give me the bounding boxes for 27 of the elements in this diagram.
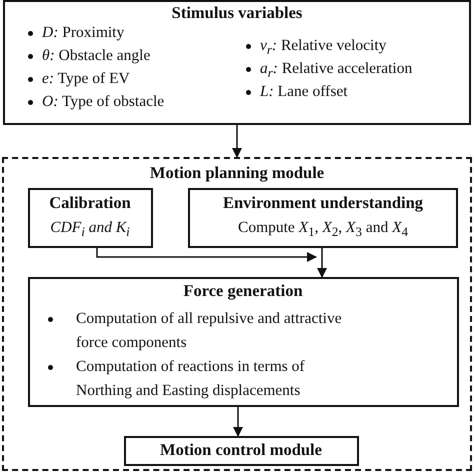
box-title: Calibration — [49, 193, 131, 213]
module-container — [2, 157, 472, 471]
bullet-item: O: Type of obstacle — [42, 92, 164, 112]
box-text: CDF$_{i}$ and K$_{i}$ — [50, 218, 130, 242]
bullet-item: e: Type of EV — [42, 69, 130, 89]
box-title: Force generation — [183, 281, 303, 301]
box-title: Stimulus variables — [172, 3, 302, 23]
process-box — [188, 188, 458, 248]
box-title: Motion control module — [160, 440, 322, 460]
bullet-item: Computation of reactions in terms of Northing and Easting displacements — [76, 357, 306, 401]
bullet-item: a$_{r}$: Relative acceleration — [260, 59, 412, 82]
box-text: Compute X$_{1}$, X$_{2}$, X$_{3}$ and X$_{4}$ — [238, 218, 408, 242]
arrow — [232, 125, 242, 158]
bullet-item: L: Lane offset — [260, 82, 348, 102]
arrow — [233, 407, 243, 437]
box-title: Motion planning module — [150, 163, 324, 183]
bullet-item: θ: Obstacle angle — [42, 46, 150, 66]
bullet-item: D: Proximity — [42, 23, 124, 43]
process-box — [124, 436, 359, 466]
arrow — [317, 248, 327, 278]
process-box — [28, 188, 153, 248]
arrow — [96, 248, 317, 262]
bullet-item: v$_{r}$: Relative velocity — [260, 36, 386, 60]
box-title: Environment understanding — [222, 193, 424, 213]
process-box — [28, 277, 459, 407]
bullet-item: Computation of all repulsive and attractive force components — [76, 309, 343, 353]
stimulus-box — [3, 0, 471, 125]
